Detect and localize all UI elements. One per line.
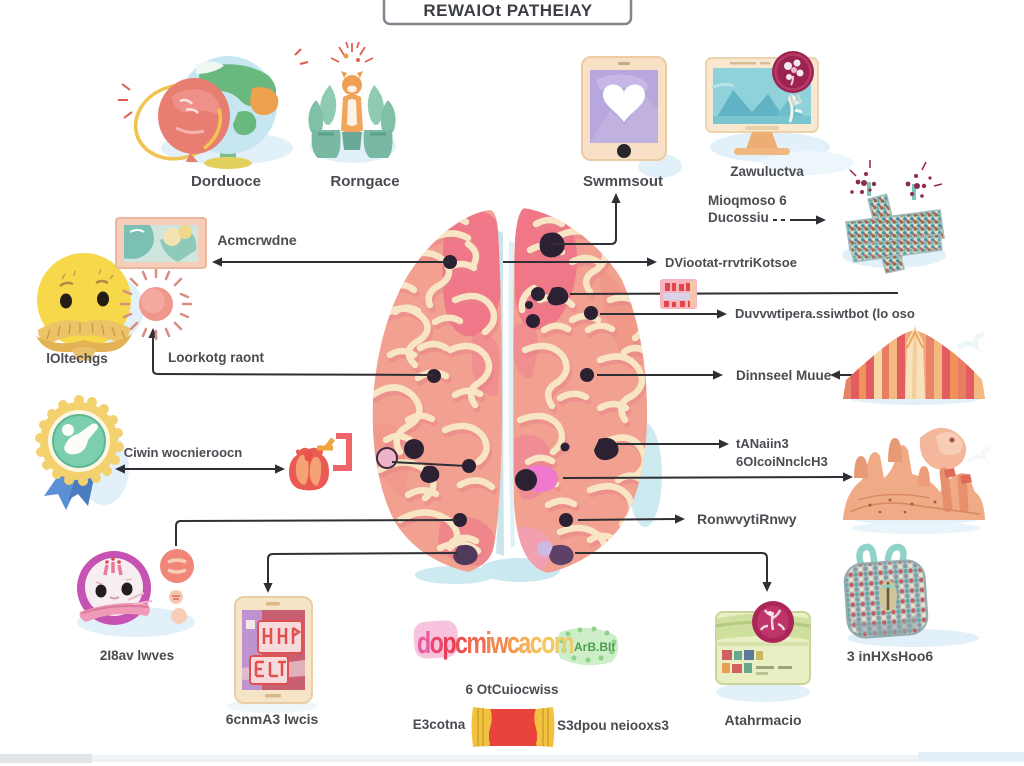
svg-text:Acmcrwdne: Acmcrwdne — [217, 232, 297, 248]
svg-text:Loorkotg raont: Loorkotg raont — [168, 350, 264, 365]
svg-text:6OIcoiNnclcH3: 6OIcoiNnclcH3 — [736, 454, 828, 469]
svg-text:REWAIOt PATHEIAY: REWAIOt PATHEIAY — [423, 1, 592, 20]
svg-text:Swmmsout: Swmmsout — [583, 173, 663, 190]
svg-text:Dorduoce: Dorduoce — [191, 173, 261, 190]
svg-text:RonwvytiRnwy: RonwvytiRnwy — [697, 511, 797, 527]
svg-text:Ciwin wocnieroocn: Ciwin wocnieroocn — [124, 445, 243, 460]
svg-text:Atahrmacio: Atahrmacio — [724, 712, 801, 728]
svg-text:dopcmiwcacom: dopcmiwcacom — [417, 625, 573, 660]
svg-text:2I8av lwves: 2I8av lwves — [100, 648, 174, 663]
svg-text:Zawuluctva: Zawuluctva — [730, 164, 804, 179]
svg-text:E3cotna: E3cotna — [413, 717, 466, 732]
svg-text:ArB.BIt: ArB.BIt — [574, 640, 615, 654]
svg-text:6cnmA3 lwcis: 6cnmA3 lwcis — [226, 711, 319, 727]
svg-text:Duvvwtipera.ssiwtbot (lo oso: Duvvwtipera.ssiwtbot (lo oso — [735, 306, 915, 321]
svg-text:lOltechgs: lOltechgs — [46, 351, 108, 366]
svg-text:Rorngace: Rorngace — [330, 173, 399, 190]
svg-text:6 OtCuiocwiss: 6 OtCuiocwiss — [465, 682, 558, 697]
svg-text:tANaiin3: tANaiin3 — [736, 436, 789, 451]
svg-text:S3dpou neiooxs3: S3dpou neiooxs3 — [557, 718, 669, 733]
svg-text:DViootat-rrvtriKotsoe: DViootat-rrvtriKotsoe — [665, 255, 797, 270]
svg-text:3 inHXsHoo6: 3 inHXsHoo6 — [847, 648, 934, 664]
svg-text:Dinnseel Muue: Dinnseel Muue — [736, 368, 832, 383]
svg-text:Mioqmoso 6: Mioqmoso 6 — [708, 193, 787, 208]
svg-text:Ducossiu: Ducossiu — [708, 210, 769, 225]
